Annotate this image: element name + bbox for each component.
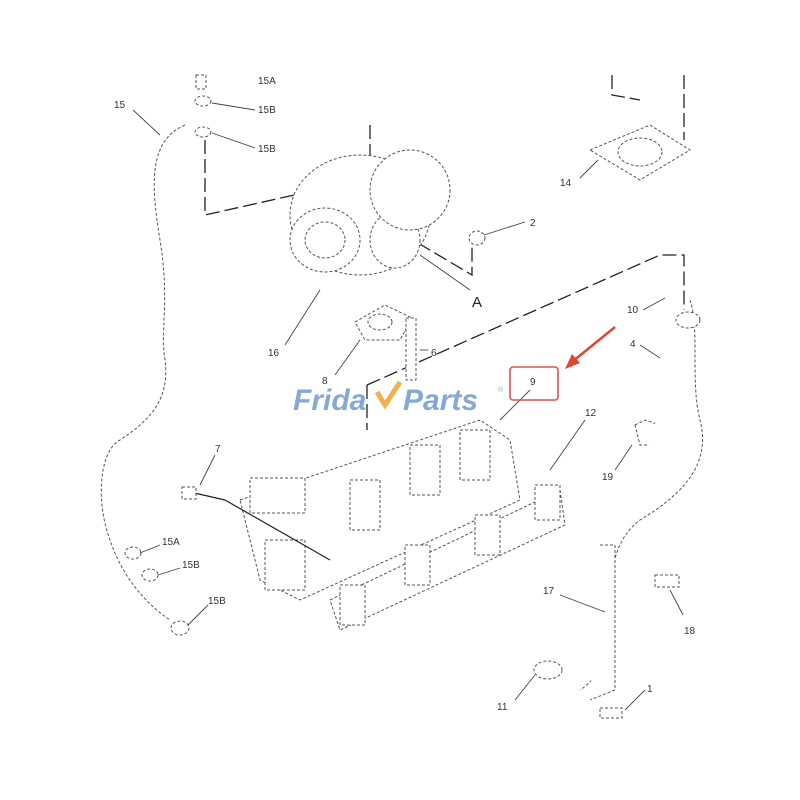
- svg-text:Parts: Parts: [403, 384, 478, 417]
- label-4: 4: [630, 339, 636, 350]
- fitting-10: [675, 311, 701, 329]
- manifold-gasket-12: [329, 484, 566, 631]
- turbocharger: [289, 149, 451, 276]
- highlight-box-9: [509, 366, 559, 401]
- banjo-bolt-15a: [195, 74, 207, 90]
- label-16: 16: [268, 348, 280, 359]
- label-7: 7: [215, 444, 221, 455]
- label-15a: 15A: [258, 76, 276, 87]
- bolt-18: [654, 574, 680, 588]
- svg-text:®: ®: [498, 386, 504, 394]
- label-18: 18: [684, 626, 696, 637]
- label-17: 17: [543, 586, 555, 597]
- bolt-1: [599, 707, 623, 719]
- stud-6: [405, 317, 417, 381]
- label-14: 14: [560, 178, 572, 189]
- label-19: 19: [602, 472, 614, 483]
- fridayparts-watermark-logo: Frida Parts ®: [293, 380, 504, 417]
- svg-text:Frida: Frida: [293, 384, 366, 417]
- label-15b: 15B: [258, 144, 276, 155]
- label-a: A: [472, 294, 482, 311]
- label-6: 6: [431, 348, 437, 359]
- label-2: 2: [530, 218, 536, 229]
- label-1: 1: [647, 684, 653, 695]
- nut-2: [468, 230, 486, 246]
- red-arrow-icon: [565, 326, 616, 369]
- tube-17: [589, 544, 616, 701]
- label-15a-lower: 15A: [162, 537, 180, 548]
- gasket-11: [533, 660, 563, 680]
- label-15b-lower: 15B: [182, 560, 200, 571]
- label-9: 9: [530, 377, 536, 388]
- label-10: 10: [627, 305, 639, 316]
- label-8: 8: [322, 376, 328, 387]
- label-15b: 15B: [258, 105, 276, 116]
- oil-feed-pipe-15: [100, 124, 186, 621]
- exhaust-manifold: [239, 419, 521, 601]
- label-12: 12: [585, 408, 597, 419]
- label-11: 11: [497, 702, 508, 713]
- reference-lines: [204, 75, 685, 430]
- label-15: 15: [114, 100, 126, 111]
- label-15b-lower: 15B: [208, 596, 226, 607]
- leader-lines: [132, 102, 684, 711]
